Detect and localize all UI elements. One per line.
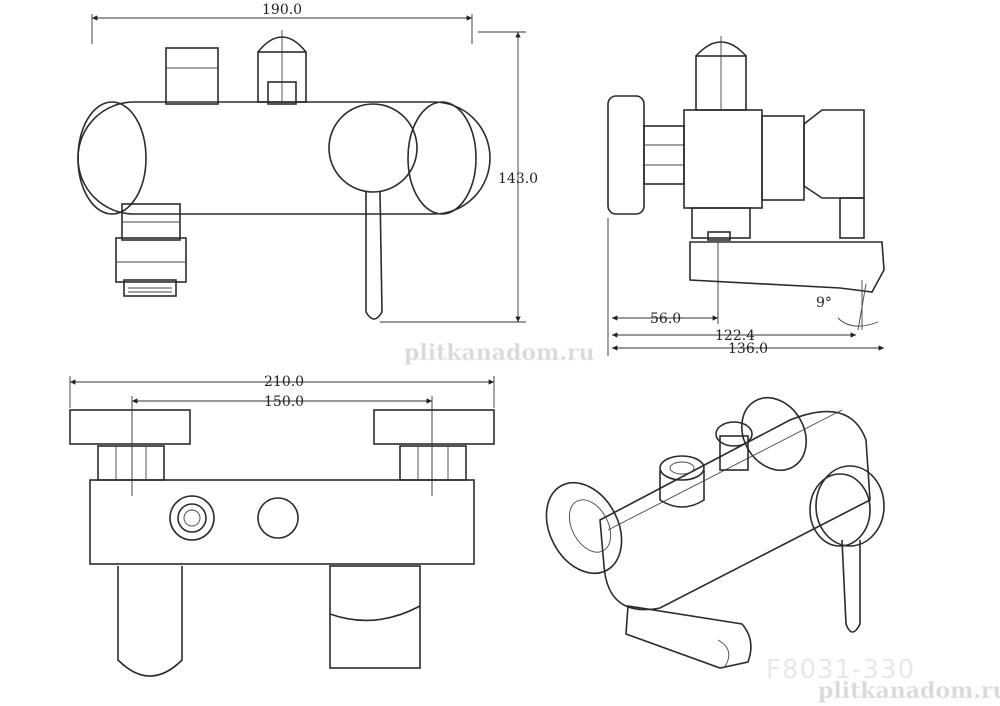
side-dim-122: 122.4 <box>715 328 755 344</box>
front-height-label: 143.0 <box>498 171 538 187</box>
watermark-corner: plitkanadom.ru <box>818 678 1000 704</box>
side-dim-56: 56.0 <box>650 311 681 327</box>
front-width-dimension: 190.0 <box>91 2 473 44</box>
side-dimensions <box>607 218 884 356</box>
side-dim-136: 136.0 <box>728 341 768 357</box>
bottom-view <box>69 409 495 677</box>
bottom-centers-label: 150.0 <box>264 394 304 410</box>
side-view <box>607 36 885 331</box>
isometric-view <box>545 397 885 669</box>
front-height-dimension: 143.0 <box>380 31 538 323</box>
spout-angle-label: 9° <box>816 295 832 311</box>
model-code: F8031-330 <box>766 655 915 685</box>
front-width-label: 190.0 <box>262 2 302 18</box>
front-view <box>77 30 491 320</box>
bottom-dimensions <box>69 376 495 496</box>
bottom-total-label: 210.0 <box>264 374 304 390</box>
watermark-center: plitkanadom.ru <box>404 340 595 366</box>
